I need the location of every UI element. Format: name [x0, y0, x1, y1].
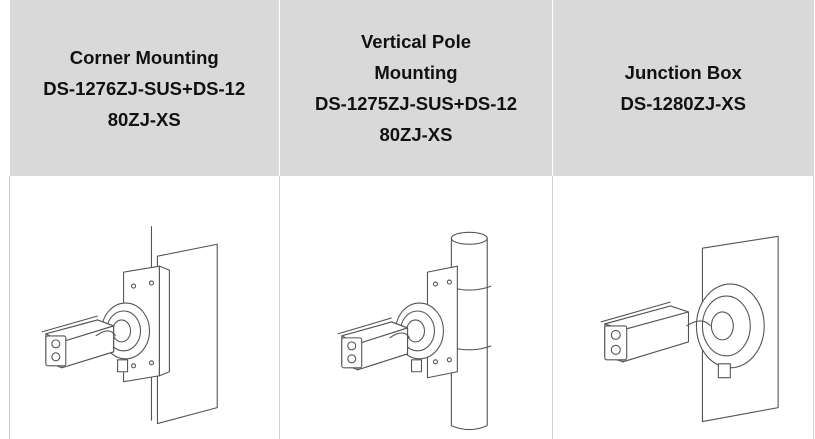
header-model-part-2: 80ZJ-XS	[107, 108, 181, 130]
camera-arm	[389, 332, 410, 339]
camera-front	[604, 325, 628, 361]
pole-bottom	[451, 425, 488, 431]
bracket-screw	[446, 279, 452, 285]
camera-arm	[686, 320, 711, 327]
camera-front	[341, 337, 363, 369]
header-corner-mounting: Corner Mounting DS-1276ZJ-SUS+DS-12 80ZJ…	[9, 0, 280, 176]
cell-vertical-pole-mounting	[279, 176, 553, 439]
junction-box-camera-illustration	[600, 235, 779, 423]
camera-ir	[51, 352, 61, 362]
camera-lens	[347, 341, 357, 351]
header-title: Junction Box	[624, 62, 742, 83]
bracket-screw	[432, 281, 438, 287]
bracket-screw	[131, 363, 137, 369]
junction-base-hub	[405, 319, 426, 343]
junction-base-hub	[112, 319, 132, 343]
bracket-screw	[148, 280, 155, 286]
junction-box-hub	[710, 311, 734, 341]
camera-arm	[95, 330, 117, 337]
cable-gland	[117, 359, 129, 373]
bracket-side	[158, 265, 170, 377]
pole-mount-camera-illustration	[337, 231, 492, 431]
header-model-part-1: DS-1276ZJ-SUS+DS-12	[43, 77, 246, 99]
camera-sunshield	[41, 315, 98, 333]
camera-lens	[51, 339, 61, 349]
camera-ir	[347, 354, 357, 364]
header-title-line-2: Mounting	[374, 62, 458, 83]
camera-front	[45, 335, 67, 367]
header-vertical-pole-mounting: Vertical Pole Mounting DS-1275ZJ-SUS+DS-…	[279, 0, 553, 176]
bracket-screw	[446, 357, 452, 363]
camera-lens	[610, 329, 621, 340]
cable-gland	[717, 363, 731, 379]
header-title: Corner Mounting	[69, 46, 219, 68]
bracket-screw	[131, 283, 137, 289]
cell-junction-box	[552, 176, 814, 439]
header-model-part-2: 80ZJ-XS	[379, 124, 453, 145]
camera-sunshield	[600, 301, 671, 323]
camera-ir	[610, 344, 621, 355]
bracket-screw	[432, 359, 438, 365]
bracket-screw	[148, 360, 155, 366]
header-row: Corner Mounting DS-1276ZJ-SUS+DS-12 80ZJ…	[9, 0, 814, 176]
header-title-line-1: Vertical Pole	[360, 31, 472, 52]
mounting-options-table: Corner Mounting DS-1276ZJ-SUS+DS-12 80ZJ…	[9, 0, 814, 439]
header-model-part-1: DS-1275ZJ-SUS+DS-12	[314, 93, 518, 114]
illustration-row	[9, 176, 814, 439]
header-junction-box: Junction Box DS-1280ZJ-XS	[552, 0, 814, 176]
pole-top	[450, 231, 488, 245]
header-model: DS-1280ZJ-XS	[620, 93, 746, 114]
cell-corner-mounting	[9, 176, 280, 439]
cable-gland	[410, 359, 423, 373]
camera-sunshield	[337, 317, 392, 335]
corner-mount-camera-illustration	[41, 226, 218, 425]
